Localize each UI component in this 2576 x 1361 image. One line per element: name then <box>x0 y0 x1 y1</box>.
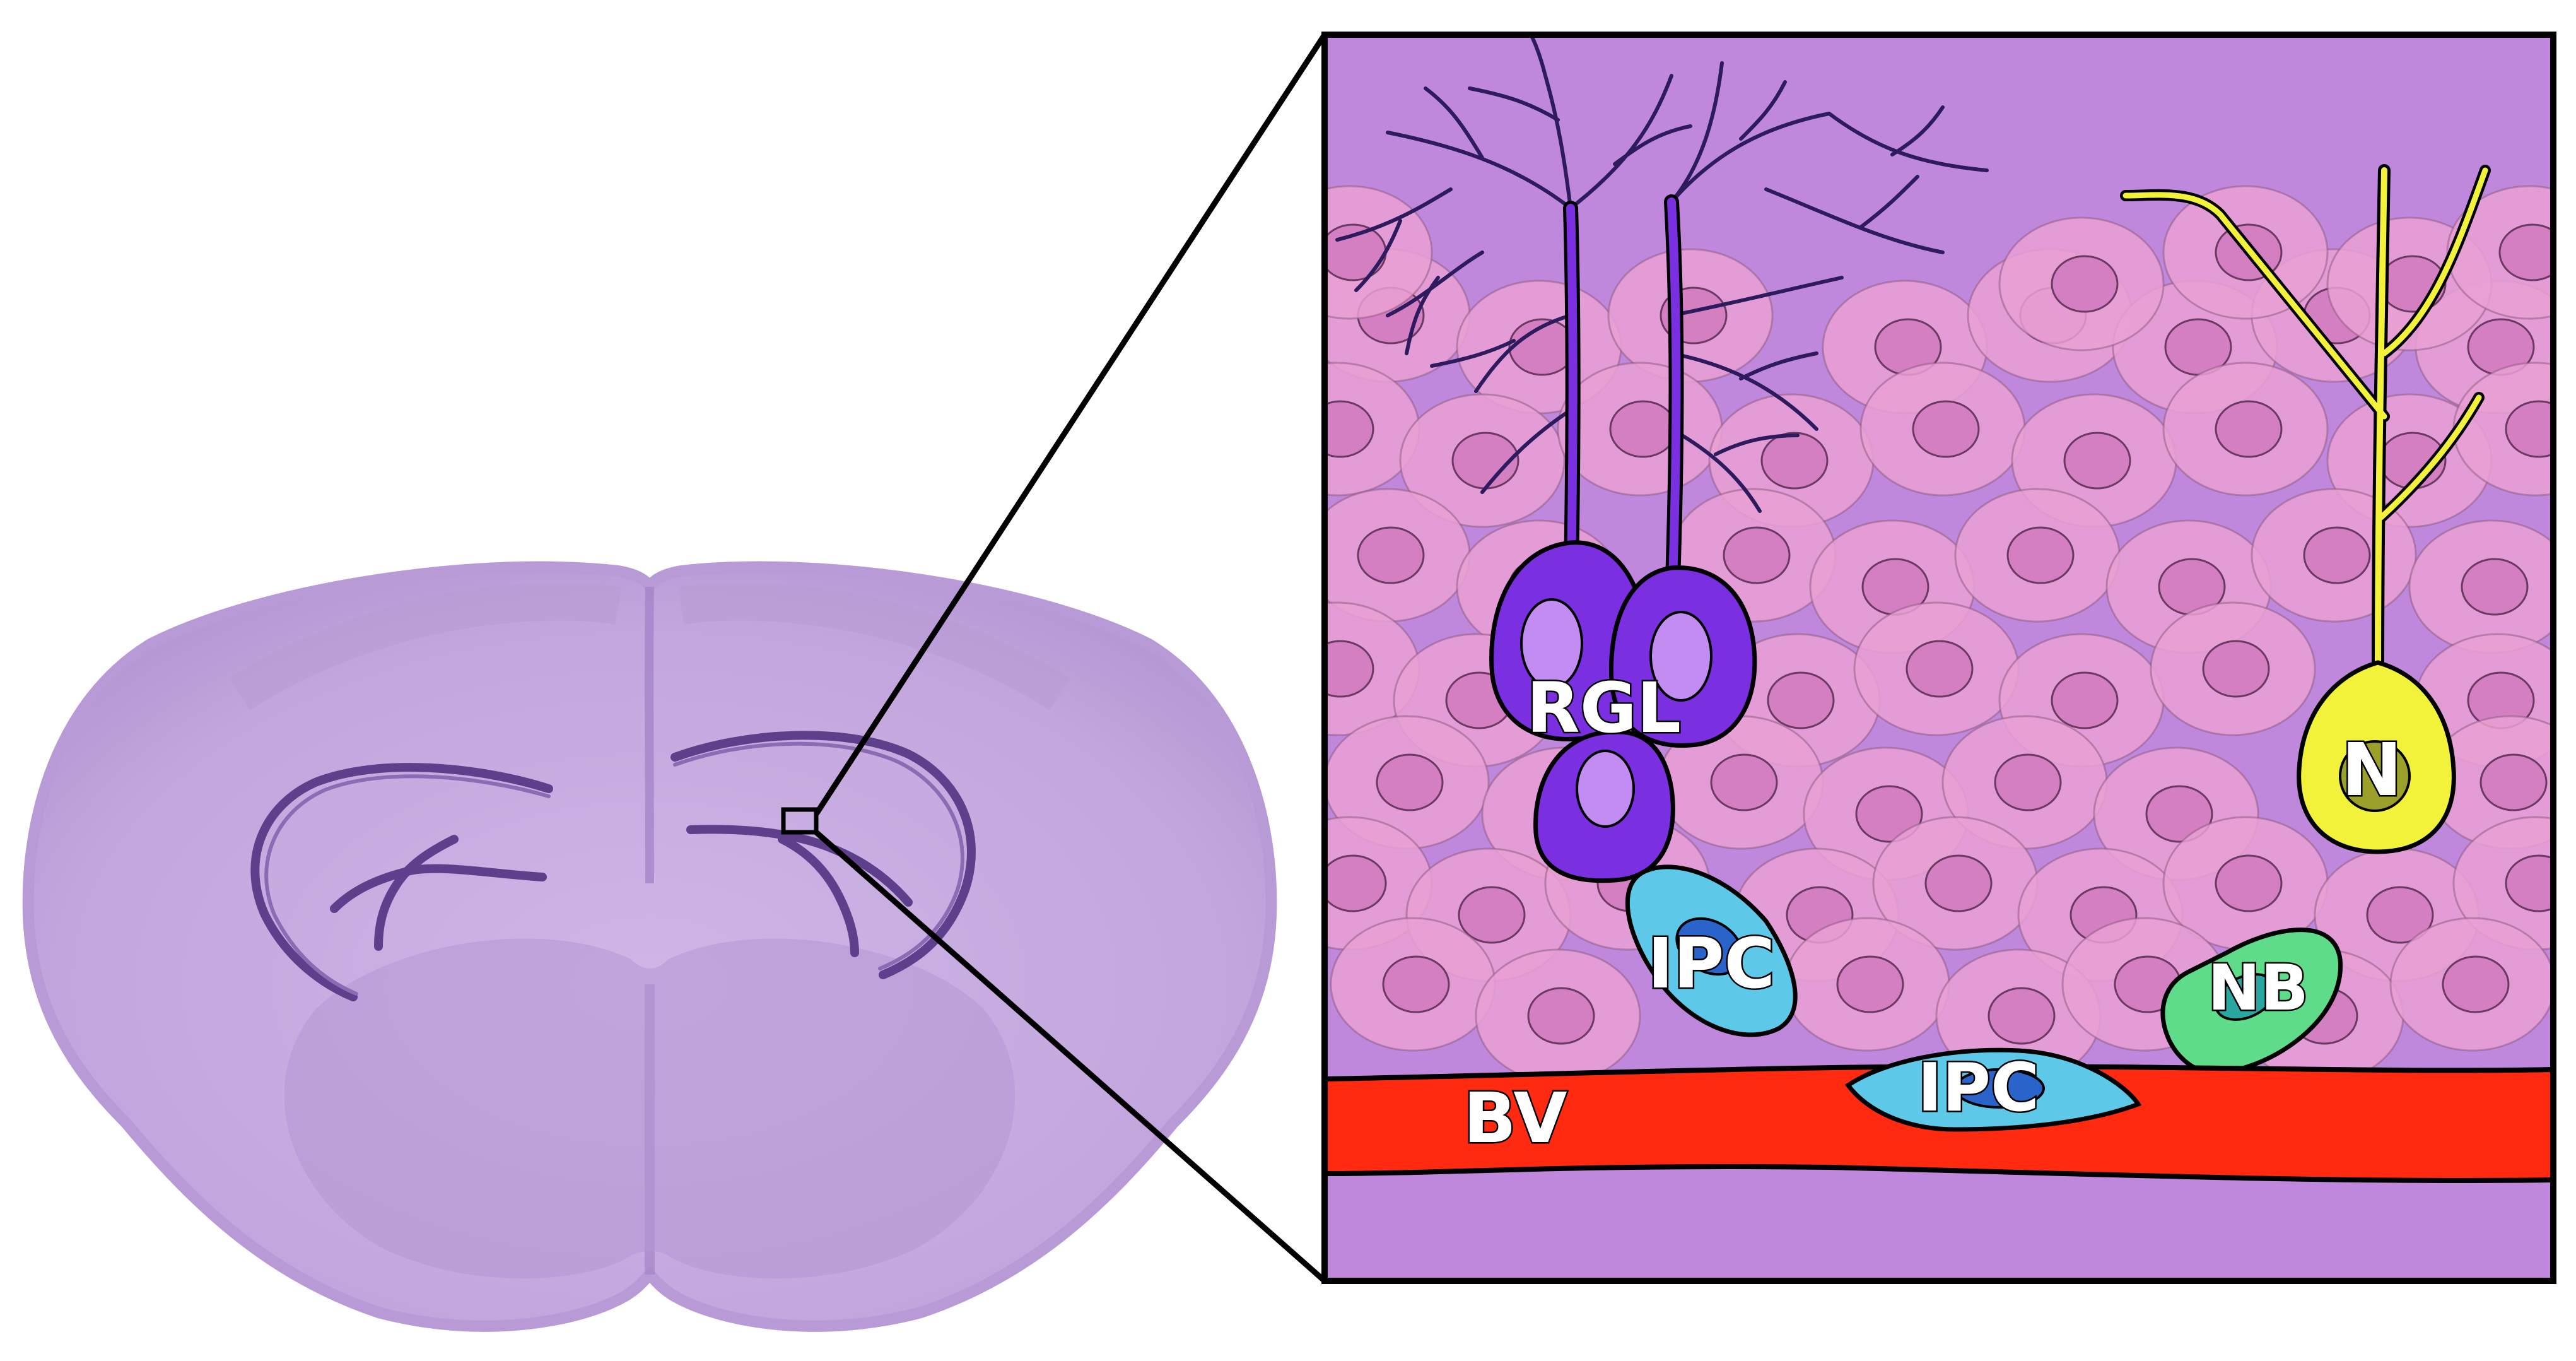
tissue-cell-nucleus <box>1382 955 1450 1013</box>
zoom-panel: RGL IPC IPC NB N BV <box>1321 32 2556 1284</box>
neuron-nucleus <box>2339 740 2411 812</box>
tissue-cell-nucleus <box>1458 886 1526 944</box>
ipc-cell-lower <box>1844 1047 2142 1132</box>
tissue-cell-nucleus <box>2202 640 2270 698</box>
tissue-cell-nucleus <box>1325 223 1387 281</box>
tissue-cell-nucleus <box>2505 400 2553 458</box>
nb-nucleus <box>2214 973 2277 1021</box>
zoom-line-bottom <box>814 830 1326 1283</box>
tissue-cell-nucleus <box>2303 526 2371 584</box>
tissue-cell-nucleus <box>1325 400 1374 458</box>
zoom-line-top <box>814 33 1327 816</box>
tissue-cell-nucleus <box>1325 854 1387 912</box>
tissue-cell-nucleus <box>1988 987 2056 1045</box>
rgl-nucleus-right <box>1649 611 1712 702</box>
label-blood-vessel: BV <box>1463 1078 1567 1158</box>
ipc-upper-nucleus <box>1675 917 1743 976</box>
rgl-nucleus-bottom <box>1576 750 1635 828</box>
brain-midline <box>645 586 654 884</box>
zoom-panel-border <box>1321 32 2556 1284</box>
tissue-cell-nucleus <box>2366 886 2434 944</box>
rgl-nucleus-left <box>1520 598 1583 689</box>
ipc-cell-upper <box>1625 864 1798 1037</box>
tissue-cell-nucleus <box>1906 640 1974 698</box>
tissue-cell-nucleus <box>1609 400 1677 458</box>
tissue-cell-nucleus <box>1994 753 2062 811</box>
tissue-cell-nucleus <box>1527 987 1595 1045</box>
tissue-cell-nucleus <box>1836 955 1904 1013</box>
label-ipc-lower: IPC <box>1917 1049 2039 1126</box>
label-rgl: RGL <box>1526 668 1681 748</box>
tissue-cell-nucleus <box>2063 432 2131 490</box>
tissue-cell-nucleus <box>1767 671 1835 729</box>
brain-ventral-region <box>284 938 1016 1279</box>
tissue-cell-nucleus <box>1710 753 1778 811</box>
tissue-cell-nucleus <box>1723 526 1791 584</box>
tissue-cell-nucleus <box>2461 558 2529 616</box>
brain-coronal-section-icon <box>22 561 1277 1332</box>
brain-cortex-rim <box>229 582 1070 710</box>
label-ipc-upper: IPC <box>1648 923 1775 1004</box>
tissue-cell-nucleus <box>1376 753 1444 811</box>
tissue-cell-nucleus <box>2145 785 2213 843</box>
label-neuron: N <box>2341 728 2402 813</box>
rgl-processes <box>1563 194 1684 626</box>
tissue-cell-nucleus <box>2051 255 2119 313</box>
tissue-cell-nucleus <box>2442 955 2510 1013</box>
tissue-cell-nucleus <box>1325 640 1374 698</box>
tissue-cell-nucleus <box>2479 753 2548 811</box>
tissue-cell-nucleus <box>2498 223 2553 281</box>
zoom-source-box <box>781 807 819 835</box>
neuron-cell <box>2120 164 2491 854</box>
tissue-cell-nucleus <box>1924 854 1993 912</box>
tissue-cell-nucleus <box>1357 526 1425 584</box>
tissue-cell-nucleus <box>2505 854 2553 912</box>
tissue-cell-nucleus <box>2215 400 2283 458</box>
rgl-cells <box>1489 540 1757 883</box>
tissue-cell-nucleus <box>2006 526 2075 584</box>
tissue-cell-nucleus <box>1912 400 1980 458</box>
nb-cell <box>2160 928 2343 1075</box>
ipc-lower-nucleus <box>1954 1068 2045 1109</box>
tissue-cell-nucleus <box>2051 671 2119 729</box>
tissue-cell-nucleus <box>2215 854 2283 912</box>
left-hippocampus <box>250 763 553 1001</box>
label-nb: NB <box>2208 951 2309 1025</box>
tissue-cell-nucleus <box>1760 432 1829 490</box>
tissue-cell-nucleus <box>1855 785 1923 843</box>
